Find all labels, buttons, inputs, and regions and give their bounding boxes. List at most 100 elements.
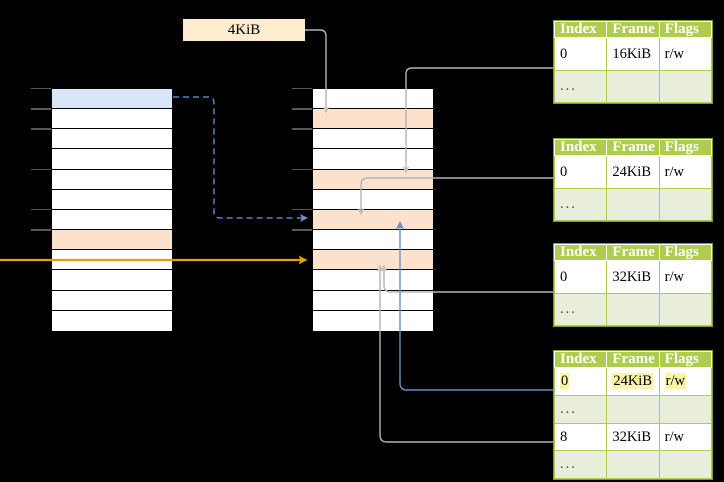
- page-size-label: 4KiB: [183, 19, 305, 41]
- cell-frame: 32KiB: [606, 260, 660, 294]
- table-row-ellipsis: ...: [553, 292, 713, 326]
- cell-index: ...: [553, 394, 608, 424]
- table-row-highlighted: 0 24KiB r/w: [553, 367, 713, 396]
- page-table-1-grid: Index Frame Flags 0 16KiB r/w ...: [553, 21, 713, 103]
- column-header-index: Index: [553, 139, 608, 156]
- cell-frame: [606, 394, 660, 424]
- row-tick-mark: [292, 88, 312, 90]
- memory-row: [52, 109, 172, 130]
- memory-row: [52, 310, 172, 331]
- table-header-row: Index Frame Flags: [553, 21, 713, 38]
- column-header-flags: Flags: [658, 139, 713, 156]
- memory-row: [52, 89, 172, 110]
- row-tick-mark: [31, 128, 51, 130]
- cell-flags: [658, 394, 713, 424]
- table-row: 0 32KiB r/w: [553, 260, 713, 294]
- cell-index: 0: [553, 37, 608, 71]
- page-table-1-head: Index Frame Flags: [553, 21, 713, 38]
- cell-frame: 24KiB: [606, 155, 660, 189]
- table-header-row: Index Frame Flags: [553, 244, 713, 261]
- table-row-ellipsis: ...: [553, 69, 713, 103]
- cell-index: 0: [553, 260, 608, 294]
- page-table-2-grid: Index Frame Flags 0 24KiB r/w ...: [553, 139, 713, 221]
- physical-address-space-column: [312, 88, 434, 331]
- cell-frame: [606, 292, 660, 326]
- memory-row: [52, 209, 172, 231]
- memory-row: [52, 149, 172, 170]
- table-header-row: Index Frame Flags: [553, 139, 713, 156]
- page-table-4-grid: Index Frame Flags 0 24KiB r/w ... 8: [553, 351, 713, 479]
- row-tick-mark: [292, 168, 312, 171]
- cell-flags: [658, 69, 713, 103]
- memory-row: [52, 129, 172, 150]
- memory-row: [313, 189, 433, 210]
- column-header-flags: Flags: [658, 351, 713, 368]
- row-tick-mark: [31, 229, 51, 231]
- memory-row: [313, 230, 433, 251]
- table-row-ellipsis: ...: [553, 187, 713, 221]
- column-header-index: Index: [553, 244, 608, 261]
- cell-frame: 32KiB: [606, 422, 660, 452]
- column-header-index: Index: [553, 351, 608, 368]
- memory-row: [52, 250, 172, 271]
- memory-row: [313, 250, 433, 271]
- row-tick-mark: [31, 168, 51, 171]
- cell-flags: r/w: [658, 37, 713, 71]
- cell-index: 8: [553, 422, 608, 452]
- memory-row: [313, 149, 433, 170]
- cell-flags: r/w: [658, 367, 713, 396]
- row-tick-mark: [292, 209, 312, 211]
- column-header-index: Index: [553, 21, 608, 38]
- cell-frame: 24KiB: [606, 367, 660, 396]
- column-header-frame: Frame: [606, 139, 660, 156]
- cell-flags: r/w: [658, 155, 713, 189]
- page-table-4: Index Frame Flags 0 24KiB r/w ... 8: [553, 350, 713, 480]
- page-table-4-head: Index Frame Flags: [553, 351, 713, 368]
- memory-row: [313, 169, 433, 190]
- page-table-2-body: 0 24KiB r/w ...: [553, 155, 713, 221]
- cell-frame: [606, 450, 660, 479]
- row-tick-mark: [31, 88, 51, 90]
- cell-index: ...: [553, 187, 608, 221]
- table-row: 0 16KiB r/w: [553, 37, 713, 71]
- column-header-frame: Frame: [606, 351, 660, 368]
- page-table-1-body: 0 16KiB r/w ...: [553, 37, 713, 103]
- cell-index: 0: [553, 155, 608, 189]
- memory-row: [313, 109, 433, 130]
- memory-row: [52, 169, 172, 190]
- row-tick-mark: [292, 128, 312, 130]
- wire-virtual-blue-dashed: [173, 96, 308, 222]
- page-table-2-head: Index Frame Flags: [553, 139, 713, 156]
- cell-index: ...: [553, 292, 608, 326]
- cell-flags: [658, 187, 713, 221]
- page-table-3-grid: Index Frame Flags 0 32KiB r/w ...: [553, 244, 713, 326]
- row-tick-mark: [31, 108, 51, 110]
- column-header-frame: Frame: [606, 244, 660, 261]
- memory-row: [313, 89, 433, 110]
- memory-row: [313, 129, 433, 150]
- cell-frame: 16KiB: [606, 37, 660, 71]
- memory-row: [313, 290, 433, 311]
- cell-flags: r/w: [658, 422, 713, 452]
- page-table-1: Index Frame Flags 0 16KiB r/w ...: [553, 20, 713, 104]
- cell-flags: [658, 292, 713, 326]
- table-header-row: Index Frame Flags: [553, 351, 713, 368]
- cell-flags: r/w: [658, 260, 713, 294]
- row-tick-mark: [292, 229, 312, 231]
- memory-row: [52, 290, 172, 311]
- table-row-ellipsis: ...: [553, 450, 713, 479]
- page-table-3-body: 0 32KiB r/w ...: [553, 260, 713, 326]
- cell-index: ...: [553, 69, 608, 103]
- row-tick-mark: [31, 209, 51, 211]
- virtual-address-space-column: [51, 88, 173, 331]
- cell-flags: [658, 450, 713, 479]
- column-header-frame: Frame: [606, 21, 660, 38]
- cell-frame: [606, 69, 660, 103]
- cell-index: 0: [553, 367, 608, 396]
- page-table-4-body: 0 24KiB r/w ... 8 32KiB r/w ...: [553, 367, 713, 479]
- page-table-2: Index Frame Flags 0 24KiB r/w ...: [553, 138, 713, 222]
- memory-row: [313, 310, 433, 331]
- column-header-flags: Flags: [658, 21, 713, 38]
- row-tick-mark: [292, 108, 312, 110]
